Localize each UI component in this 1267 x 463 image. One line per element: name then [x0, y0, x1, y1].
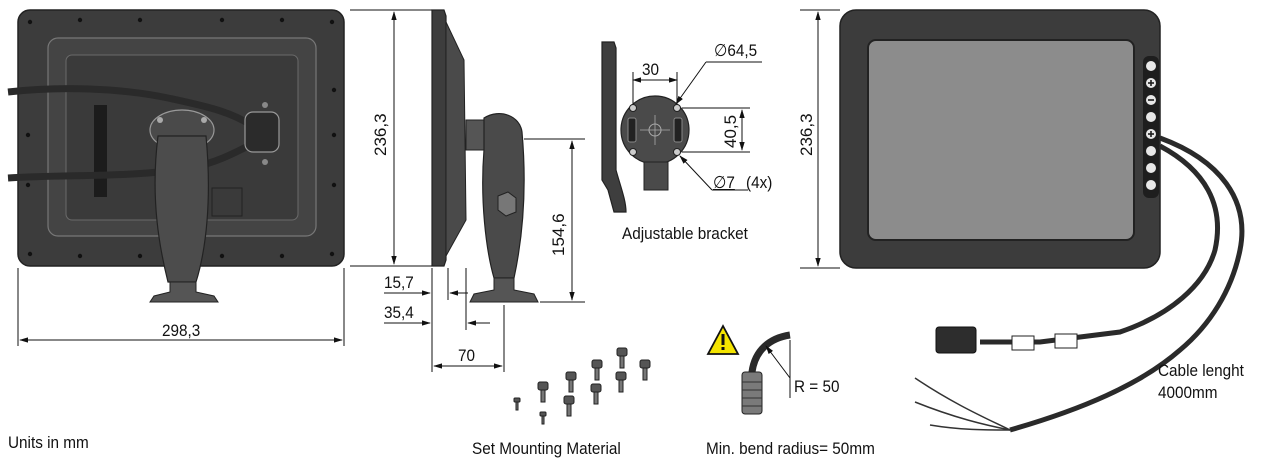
bracket-view	[601, 41, 690, 213]
front-screen	[867, 39, 1135, 241]
front-buttons	[1146, 61, 1156, 190]
back-mount-arm	[154, 135, 209, 283]
bracket-plate	[601, 41, 627, 213]
lock-icon	[1146, 180, 1156, 190]
bend-cable	[748, 331, 791, 373]
label-depth-3: 70	[458, 346, 476, 365]
label-bend-radius-marker: R = 50	[794, 377, 840, 396]
front-cable-lower	[980, 143, 1221, 345]
front-view	[839, 9, 1161, 269]
label-back-width: 298,3	[162, 321, 201, 340]
dim-bracket	[632, 61, 762, 191]
brightness-icon	[1146, 61, 1156, 71]
dim-front-height	[800, 9, 840, 269]
mounting-screws	[513, 347, 651, 425]
label-back-height: 236,3	[371, 113, 390, 156]
label-bracket-holes: ∅7	[713, 173, 735, 192]
back-label-strip	[94, 105, 107, 197]
label-side-height: 154,6	[549, 213, 568, 256]
back-mount-foot	[149, 281, 219, 303]
label-set-mounting-material: Set Mounting Material	[472, 439, 621, 458]
side-housing	[431, 9, 447, 267]
settings-icon	[1146, 163, 1156, 173]
front-cable-connector	[935, 326, 977, 354]
back-cable-top	[7, 85, 261, 133]
label-front-height: 236,3	[797, 113, 816, 156]
side-mount-foot	[469, 277, 539, 303]
label-bracket-spacing-v: 40,5	[721, 114, 740, 148]
dim-side	[350, 9, 585, 372]
label-depth-2: 35,4	[384, 303, 414, 322]
power-icon	[1146, 146, 1156, 156]
back-view	[7, 9, 345, 303]
back-screws	[25, 17, 337, 259]
menu-icon	[1146, 112, 1156, 122]
label-bracket-diameter: ∅64,5	[714, 41, 758, 60]
label-min-bend-radius: Min. bend radius= 50mm	[706, 439, 875, 458]
label-adjustable-bracket: Adjustable bracket	[622, 224, 748, 243]
label-bracket-holes-count: (4x)	[746, 173, 773, 192]
bend-radius-figure	[706, 324, 791, 415]
front-cable-upper	[1009, 135, 1245, 433]
back-connector	[244, 111, 280, 153]
label-cable-length-1: Cable lenght	[1158, 361, 1244, 380]
side-housing-back	[445, 21, 467, 258]
side-view	[431, 9, 539, 303]
bend-connector	[741, 371, 763, 415]
dim-back-width	[17, 268, 345, 346]
front-button-strip	[1143, 56, 1159, 198]
label-units: Units in mm	[8, 433, 89, 452]
label-bracket-spacing-h: 30	[642, 60, 660, 79]
label-cable-length-2: 4000mm	[1158, 383, 1218, 402]
label-depth-1: 15,7	[384, 273, 414, 292]
side-arm-knob	[497, 191, 517, 217]
bracket-stem	[643, 161, 669, 191]
